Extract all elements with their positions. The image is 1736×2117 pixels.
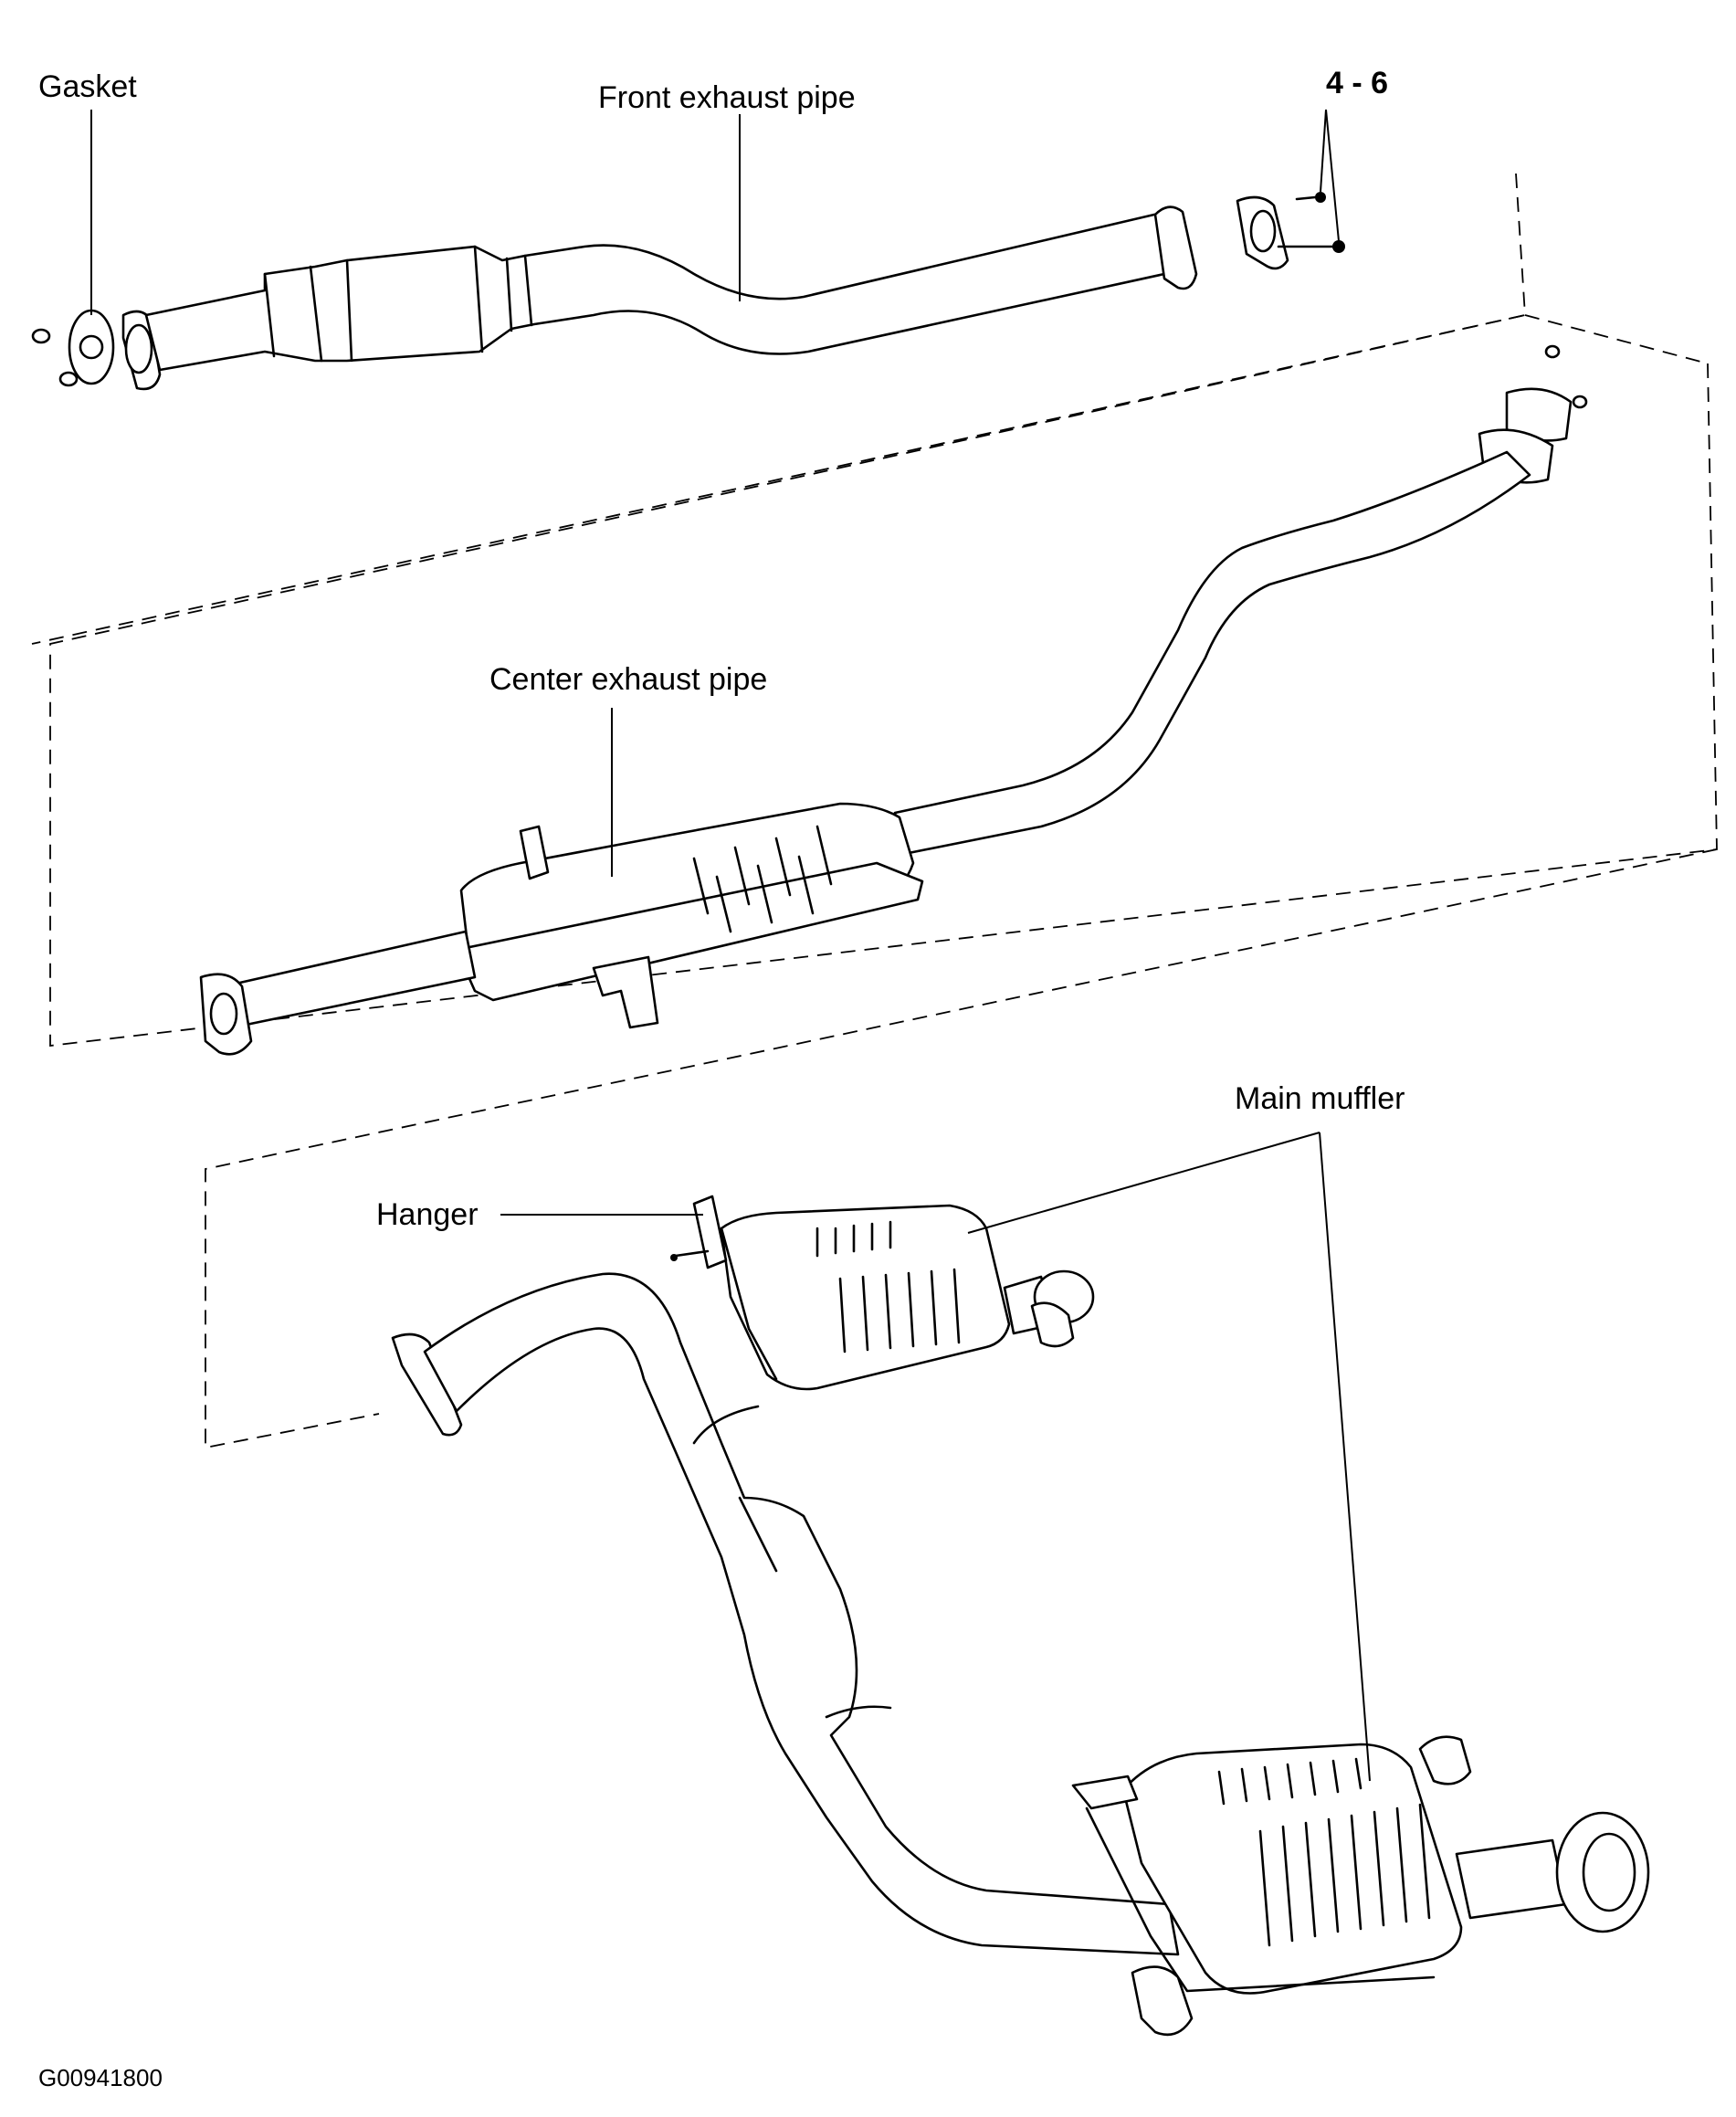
- front-pipe-body: [144, 208, 1187, 372]
- nut-left-top: [31, 328, 51, 344]
- center-exhaust-pipe-group: [49, 314, 1718, 1056]
- leader-torque-1: [1320, 109, 1327, 193]
- label-gasket: Gasket: [38, 69, 137, 104]
- center-bracket-top: [519, 825, 550, 880]
- label-front-exhaust-pipe: Front exhaust pipe: [598, 80, 856, 115]
- muffler-inlet-flange: [391, 1332, 463, 1437]
- muffler-lower-flange: [1131, 1965, 1194, 2037]
- muffler-lower-tailpipe: [1455, 1838, 1568, 1920]
- center-bracket-bottom: [592, 955, 659, 1029]
- figure-id: G00941800: [38, 2064, 163, 2091]
- leader-torque-2: [1325, 109, 1340, 242]
- center-pipe-outlet: [222, 930, 477, 1029]
- stud-nut-top: [1315, 192, 1326, 203]
- nut-left-bottom: [58, 371, 79, 387]
- front-pipe-outlet-flange: [1153, 205, 1198, 290]
- label-hanger: Hanger: [376, 1197, 479, 1232]
- front-exhaust-pipe-group: [31, 173, 1526, 645]
- label-torque-spec: 4 - 6: [1326, 66, 1389, 100]
- leader-lines: [90, 109, 1371, 1782]
- label-center-exhaust-pipe: Center exhaust pipe: [489, 662, 768, 697]
- label-main-muffler: Main muffler: [1235, 1081, 1405, 1116]
- center-pipe-body: [893, 450, 1531, 856]
- stud-nut-bottom: [1332, 240, 1345, 253]
- center-inlet-nut-1: [1544, 344, 1561, 359]
- center-catalytic-heatshield: [455, 861, 924, 1002]
- center-group-dashed-outline: [49, 314, 1718, 1048]
- leader-main-muffler-upper: [967, 1132, 1320, 1234]
- main-muffler-group: [205, 848, 1718, 2037]
- muffler-lower-hanger-rubber: [1418, 1735, 1472, 1785]
- muffler-lower-bracket: [1071, 1775, 1139, 1810]
- center-inlet-nut-2: [1572, 395, 1588, 409]
- muffler-upper-hanger-rubber: [1030, 1301, 1075, 1348]
- muffler-lower-body: [1121, 1743, 1463, 1995]
- muffler-group-dashed-outline: [205, 848, 1718, 1449]
- leader-main-muffler-lower: [1319, 1132, 1371, 1782]
- muffler-y-pipe: [423, 1272, 1180, 1956]
